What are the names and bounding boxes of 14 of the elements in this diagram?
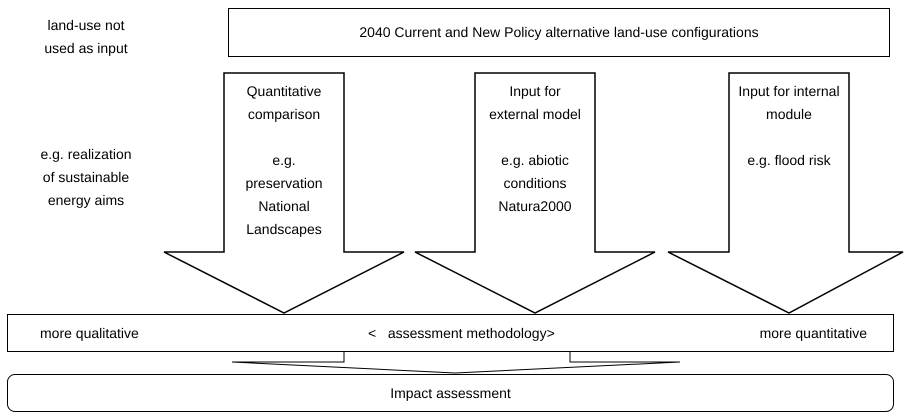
arrow-note: e.g. abiotic conditions Natura2000 bbox=[497, 151, 573, 216]
scale-bar bbox=[7, 314, 894, 352]
scale-label: more quantitative bbox=[760, 324, 867, 343]
scale-label: more qualitative bbox=[40, 324, 139, 343]
arrow-heading: Input for internal module bbox=[737, 82, 841, 124]
arrow-heading: Input for external model bbox=[488, 82, 582, 124]
arrow-note: e.g. preservation National Landscapes bbox=[244, 151, 324, 239]
arrow-note: e.g. flood risk bbox=[747, 151, 831, 170]
arrow-heading: Quantitative comparison bbox=[246, 82, 322, 124]
result-box: Impact assessment bbox=[7, 374, 894, 412]
title-box: 2040 Current and New Policy alternative land-use configurations bbox=[228, 8, 890, 57]
side-note: land-use not used as input bbox=[43, 16, 129, 58]
side-note: e.g. realization of sustainable energy aims bbox=[39, 145, 133, 210]
scale-label: < assessment methodology> bbox=[368, 324, 555, 343]
